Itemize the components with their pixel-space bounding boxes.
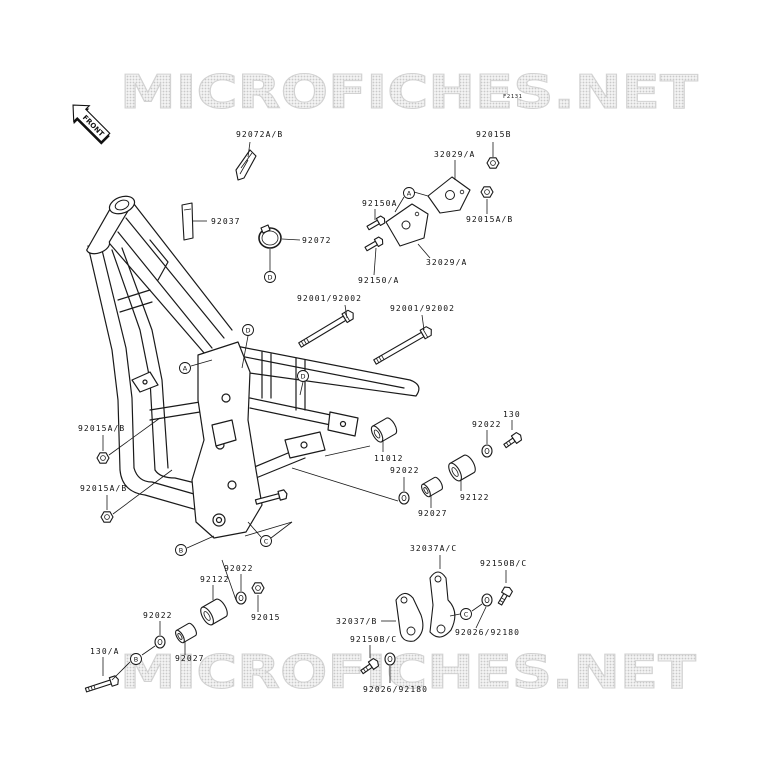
front-arrow-icon: FRONT	[72, 104, 111, 145]
part-number-label: 92150B/C	[350, 635, 397, 644]
callout-marker: C	[260, 535, 272, 547]
washer-92026	[481, 593, 493, 607]
collar-11012	[370, 417, 398, 443]
part-number-label: 92026/92180	[455, 628, 520, 637]
hex-nut-92015b	[486, 157, 500, 169]
part-number-label: 92150B/C	[480, 559, 527, 568]
collar-92122	[200, 598, 228, 626]
callout-letter: B	[179, 546, 183, 554]
clip-92072ab	[235, 149, 257, 181]
collar-92122	[448, 454, 476, 482]
callout-marker: A	[179, 362, 191, 374]
part-number-label: 92015A/B	[466, 215, 513, 224]
part-number-label: 92015B	[476, 130, 512, 139]
part-number-label: 92072A/B	[236, 130, 283, 139]
callout-marker: D	[297, 370, 309, 382]
part-number-label: 92150/A	[358, 276, 399, 285]
watermark-bottom: MICROFICHES.NET	[120, 645, 697, 699]
watermark-top: MICROFICHES.NET	[120, 65, 699, 119]
part-number-label: 92072	[302, 236, 332, 245]
leader-lines	[102, 141, 513, 683]
part-number-label: 92022	[390, 466, 420, 475]
part-number-label: 92001/92002	[390, 304, 455, 313]
callout-letter: A	[407, 189, 412, 197]
washer-92022	[398, 491, 410, 505]
part-number-label: 92026/92180	[363, 685, 428, 694]
hex-nut-92015	[251, 582, 265, 594]
bracket-plate-32029-upper	[427, 176, 471, 214]
part-number-label: 32037/B	[336, 617, 377, 626]
callout-marker: D	[264, 271, 276, 283]
part-number-label: 92015A/B	[80, 484, 127, 493]
bolt-92150a	[366, 215, 386, 231]
washer-92022	[481, 444, 493, 458]
washer-92022	[154, 635, 166, 649]
bracket-plate-32029-lower	[385, 203, 429, 247]
diagram-code: F2131	[503, 94, 523, 100]
band-92037	[181, 202, 194, 241]
part-number-label: 130/A	[90, 647, 120, 656]
bolt-92150bc	[497, 586, 513, 606]
part-number-label: 92150A	[362, 199, 398, 208]
bracket-32037b	[395, 592, 424, 642]
part-number-labels: 92072A/B 92015B 32029/A 92037 92150A 920…	[78, 130, 527, 694]
callout-marker: D	[242, 324, 254, 336]
callout-marker: C	[460, 608, 472, 620]
bolt-92150bc	[360, 658, 380, 675]
callout-marker: B	[130, 653, 142, 665]
bolt-130	[503, 432, 523, 449]
callout-letter: B	[134, 655, 138, 663]
part-number-label: 92015A/B	[78, 424, 125, 433]
bolt-92150a	[364, 236, 384, 252]
callout-letter: A	[183, 364, 188, 372]
hex-nut-92015ab	[100, 511, 114, 523]
part-number-label: 32037A/C	[410, 544, 457, 553]
bolt-130a	[84, 675, 119, 693]
part-number-label: 92022	[143, 611, 173, 620]
washer-92026	[384, 652, 396, 666]
clamp-92072	[258, 224, 282, 249]
part-number-label: 92037	[211, 217, 241, 226]
hex-nut-92015ab	[480, 186, 494, 198]
callout-letter: D	[245, 326, 250, 334]
mounting-bolt-92002	[373, 326, 432, 365]
callout-marker: A	[403, 187, 415, 199]
part-number-label: 11012	[374, 454, 404, 463]
part-number-label: 130	[503, 410, 521, 419]
callout-letter: D	[300, 372, 305, 380]
part-number-label: 92022	[224, 564, 254, 573]
bracket-32037ac	[429, 571, 456, 638]
part-number-label: 32029/A	[434, 150, 475, 159]
part-number-label: 32029/A	[426, 258, 467, 267]
callout-letter: C	[264, 537, 269, 545]
callout-letter: D	[267, 273, 272, 281]
callout-marker: B	[175, 544, 187, 556]
part-number-label: 92027	[418, 509, 448, 518]
mounting-bolt-92001	[298, 309, 354, 348]
part-number-label: 92027	[175, 654, 205, 663]
frame-drawing	[86, 195, 420, 539]
washer-92022	[235, 591, 247, 605]
part-number-label: 92022	[472, 420, 502, 429]
hex-nut-92015ab	[96, 452, 110, 464]
callout-letter: C	[464, 610, 469, 618]
part-number-label: 92122	[200, 575, 230, 584]
part-number-label: 92122	[460, 493, 490, 502]
collar-92027	[421, 476, 443, 498]
collar-92027	[175, 622, 197, 644]
part-number-label: 92015	[251, 613, 281, 622]
part-number-label: 92001/92002	[297, 294, 362, 303]
